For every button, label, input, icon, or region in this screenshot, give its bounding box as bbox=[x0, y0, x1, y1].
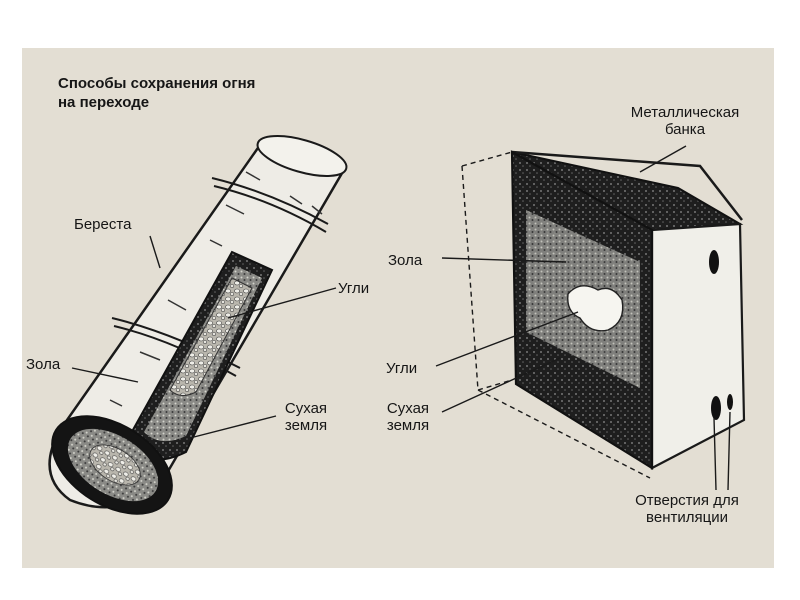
label-ash-left: Зола bbox=[26, 356, 61, 373]
can-dashed-outline bbox=[461, 151, 651, 479]
leader-coals-right bbox=[435, 311, 579, 367]
vent-holes-line-1: Отверстия для bbox=[635, 492, 739, 509]
dry-earth-right-line-1: Сухая bbox=[386, 400, 430, 417]
leader-coals-left bbox=[227, 287, 337, 319]
leader-dry-earth-left bbox=[189, 415, 277, 439]
label-birch-bark: Береста bbox=[74, 216, 132, 233]
tube-top-end bbox=[256, 135, 348, 177]
leader-ash-right bbox=[441, 257, 567, 263]
right-leader-lines bbox=[435, 145, 731, 491]
vent-hole bbox=[709, 250, 719, 274]
label-dry-earth-right: Сухая земля bbox=[376, 400, 440, 434]
label-coals-right: Угли bbox=[386, 360, 418, 377]
leader-dry-earth-right bbox=[441, 357, 561, 413]
dry-earth-left-line-2: земля bbox=[284, 417, 328, 434]
binding-cord bbox=[211, 177, 329, 233]
label-metal-can: Металлическая банка bbox=[610, 104, 760, 138]
leader-ash-left bbox=[71, 367, 139, 383]
leader-metal-can bbox=[639, 145, 687, 173]
dry-earth-right-line-2: земля bbox=[386, 417, 430, 434]
diagram-title: Способы сохранения огня на переходе bbox=[58, 74, 255, 112]
vent-hole bbox=[727, 394, 733, 410]
leader-vent-holes bbox=[713, 411, 731, 491]
tube-bottom-coals bbox=[89, 444, 141, 486]
vent-hole bbox=[711, 396, 721, 420]
label-ash-right: Зола bbox=[388, 252, 423, 269]
left-leader-lines bbox=[71, 235, 337, 439]
birch-bark-tube bbox=[48, 135, 348, 515]
metal-can-line-2: банка bbox=[664, 121, 706, 138]
label-coals-left: Угли bbox=[338, 280, 370, 297]
leader-birch-bark bbox=[149, 235, 161, 269]
title-line-2: на переходе bbox=[58, 94, 150, 111]
dry-earth-left-line-1: Сухая bbox=[284, 400, 328, 417]
label-dry-earth-left: Сухая земля bbox=[276, 400, 336, 434]
vent-holes-line-2: вентиляции bbox=[646, 509, 728, 526]
tube-interior-coals bbox=[169, 277, 253, 396]
label-vent-holes: Отверстия для вентиляции bbox=[612, 492, 762, 526]
can-coals bbox=[567, 285, 624, 332]
metal-can bbox=[461, 150, 746, 479]
can-rim bbox=[511, 150, 743, 221]
metal-can-line-1: Металлическая bbox=[630, 104, 740, 121]
title-line-1: Способы сохранения огня bbox=[58, 75, 256, 92]
